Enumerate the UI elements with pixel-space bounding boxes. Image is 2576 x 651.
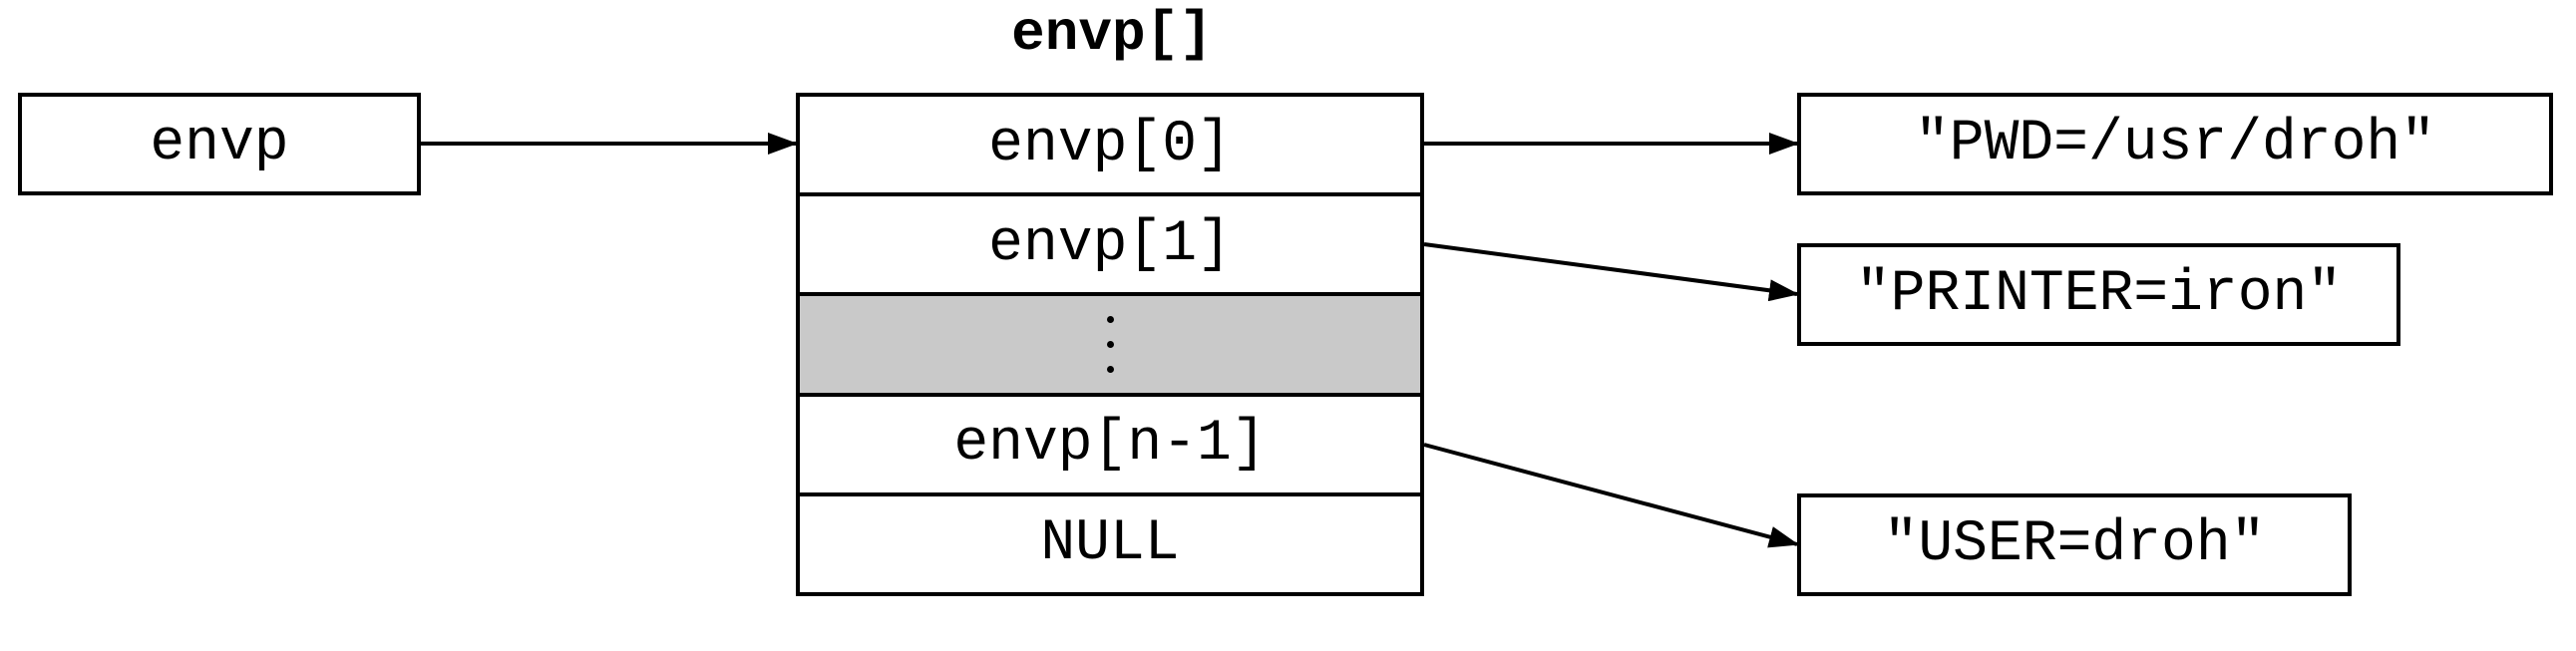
array-cell-null-label: NULL [1040,511,1180,577]
envp-pointer-label: envp [150,112,289,176]
array-cell-1: envp[1] [800,196,1420,297]
array-cell-n-minus-1: envp[n-1] [800,396,1420,496]
string-user-label: "USER=droh" [1883,512,2266,577]
ellipsis-dot [1106,366,1114,373]
string-box-pwd: "PWD=/usr/droh" [1797,93,2553,195]
array-cell-0-label: envp[0] [988,112,1232,177]
string-box-printer: "PRINTER=iron" [1797,243,2400,346]
envp-array: envp[0] envp[1] envp[n-1] NULL [796,93,1424,596]
array-cell-null: NULL [800,495,1420,593]
array-cell-1-label: envp[1] [988,211,1232,277]
array-cell-0: envp[0] [800,97,1420,197]
string-pwd-label: "PWD=/usr/droh" [1914,112,2436,176]
envp-pointer-box: envp [18,93,421,195]
string-box-user: "USER=droh" [1797,493,2352,596]
ellipsis-dot [1106,341,1114,348]
array-cell-n-minus-1-label: envp[n-1] [953,412,1267,478]
ellipsis-dot [1106,316,1114,323]
string-printer-label: "PRINTER=iron" [1855,262,2343,327]
array-cell-ellipsis [800,296,1420,397]
array-title: envp[] [1011,2,1213,66]
arrow-envpn1-to-user [1423,443,1799,548]
arrow-envp1-to-printer [1423,242,1799,302]
